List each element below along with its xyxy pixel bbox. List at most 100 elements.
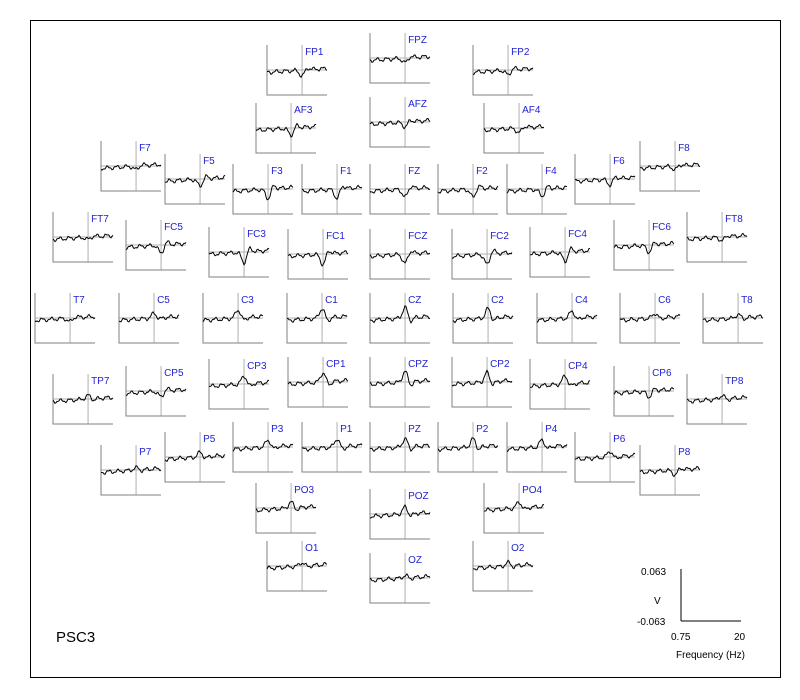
axis-frame [369,489,430,540]
axis-frame [472,541,533,592]
channel-label: C6 [658,295,671,306]
waveform [369,573,431,583]
channel-label: F5 [203,156,215,167]
channel-label: FC1 [326,231,345,242]
waveform [437,437,499,453]
axis-frame [125,220,186,271]
waveform [574,451,636,462]
ylim-min-label: -0.063 [637,617,666,628]
axis-frame [574,432,635,483]
waveform [164,173,226,188]
axis-frame [529,359,590,410]
channel-f1: F1 [301,164,363,215]
channel-label: F4 [545,166,557,177]
channel-label: F1 [340,166,352,177]
channel-p8: P8 [639,445,701,496]
waveform [451,369,513,387]
channel-label: C4 [575,295,588,306]
channel-fz: FZ [369,164,431,215]
channel-label: CP3 [247,361,267,372]
channel-c1: C1 [286,293,348,344]
waveform [255,500,317,513]
channel-p4: P4 [506,422,568,473]
channel-label: FP2 [511,47,530,58]
channel-fc1: FC1 [287,229,349,280]
channel-cpz: CPZ [369,357,431,408]
channel-label: C2 [491,295,504,306]
axis-frame [164,154,225,205]
axis-frame [232,422,293,473]
channel-ft8: FT8 [686,212,748,263]
waveform [255,122,317,138]
channel-label: CP5 [164,368,184,379]
channel-label: CPZ [408,359,428,370]
channel-fp1: FP1 [266,45,328,96]
channel-label: P3 [271,424,284,435]
waveform [208,245,270,266]
scale-bar: 0.063 V -0.063 0.75 20 Frequency (Hz) [637,567,746,661]
channel-af3: AF3 [255,103,317,154]
channel-c2: C2 [452,293,514,344]
axis-frame [369,164,430,215]
channel-label: PO4 [522,485,542,496]
waveform [686,232,748,242]
channel-label: PO3 [294,485,314,496]
waveform [287,250,349,267]
channel-o1: O1 [266,541,328,592]
channel-label: P1 [340,424,353,435]
waveform [536,310,598,323]
channel-label: F7 [139,143,151,154]
xlim-max-label: 20 [734,632,746,643]
channel-f4: F4 [506,164,568,215]
xlabel: Frequency (Hz) [676,650,745,661]
axis-frame [702,293,763,344]
waveform [287,309,348,324]
channel-cp2: CP2 [451,357,513,408]
waveform [437,184,499,198]
axis-frame [287,357,348,408]
channel-cp3: CP3 [208,359,270,410]
channel-fcz: FCZ [369,229,431,280]
waveform [639,162,701,172]
channel-label: TP8 [725,376,744,387]
channel-label: O2 [511,543,525,554]
channel-tp8: TP8 [686,374,748,425]
waveform [369,504,431,519]
channel-label: C3 [241,295,254,306]
channel-label: CZ [408,295,421,306]
waveform [52,233,114,243]
channel-t7: T7 [34,293,96,344]
waveform [686,393,748,404]
channel-c3: C3 [202,293,264,344]
axis-frame [574,154,635,205]
axis-frame [266,541,327,592]
waveform [369,250,431,264]
waveform [164,450,226,463]
axis-frame [451,229,512,280]
waveform [574,175,636,188]
waveform [619,313,681,323]
waveform [266,66,328,78]
axis-frame [202,293,263,344]
channel-label: FZ [408,166,420,177]
channel-label: FC3 [247,229,266,240]
channel-label: FC4 [568,229,587,240]
channel-label: C1 [325,295,338,306]
channel-label: POZ [408,491,429,502]
channel-t8: T8 [702,293,764,344]
channel-label: PZ [408,424,421,435]
channel-c5: C5 [118,293,180,344]
waveform [125,240,187,254]
channel-fc6: FC6 [613,220,675,271]
channel-label: FT7 [91,214,109,225]
axis-frame [639,141,700,192]
axis-frame [266,45,327,96]
axis-frame [369,293,430,344]
axis-frame [100,445,161,496]
channel-afz: AFZ [369,97,431,148]
channel-fc3: FC3 [208,227,270,278]
channel-p5: P5 [164,432,226,483]
channel-oz: OZ [369,553,431,604]
channel-label: FC6 [652,222,671,233]
waveform [52,393,114,405]
